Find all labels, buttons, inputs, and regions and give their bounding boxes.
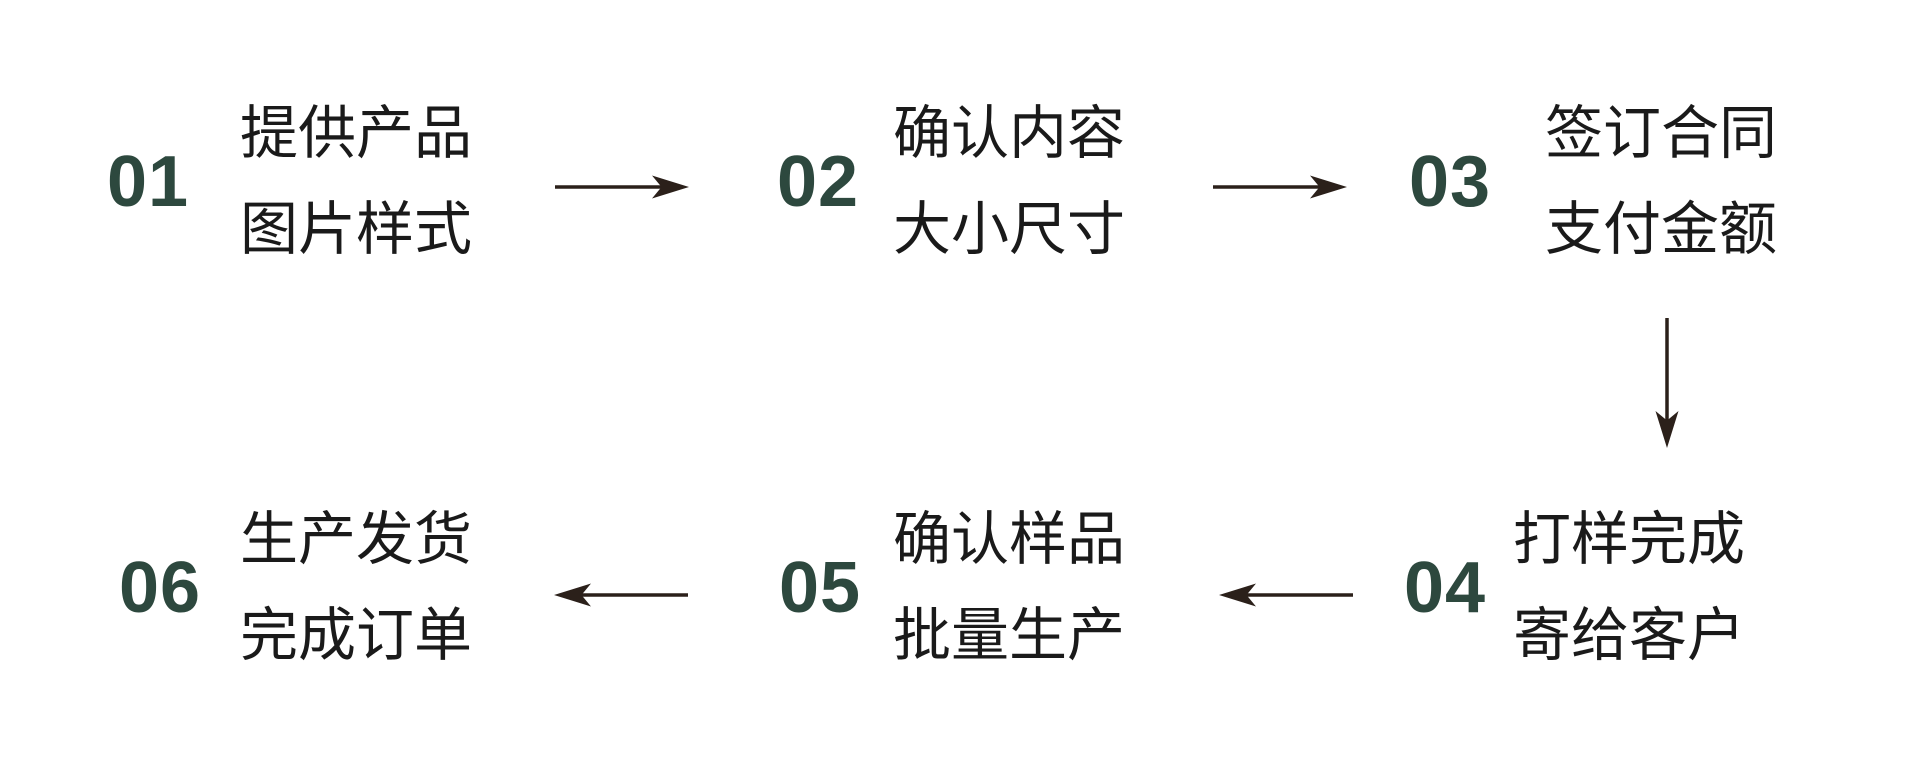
- step-06-label-line2: 完成订单: [240, 603, 473, 668]
- arrow-left-icon: [554, 580, 688, 610]
- step-02: 02 确认内容 大小尺寸: [758, 86, 1125, 278]
- step-04-label-line2: 寄给客户: [1513, 603, 1746, 668]
- step-05: 05 确认样品 批量生产: [760, 492, 1125, 684]
- step-01-label-line2: 图片样式: [240, 197, 473, 262]
- step-01-label: 提供产品 图片样式: [240, 86, 472, 278]
- step-05-number: 05: [778, 548, 862, 628]
- step-02-number: 02: [776, 142, 860, 222]
- arrow-right-icon: [555, 172, 689, 202]
- step-05-label: 确认样品 批量生产: [893, 492, 1125, 684]
- step-06-number: 06: [118, 548, 202, 628]
- step-03-label: 签订合同 支付金额: [1545, 86, 1777, 278]
- step-01: 01 提供产品 图片样式: [88, 86, 472, 278]
- step-03-number: 03: [1408, 142, 1492, 222]
- step-03-label-line1: 签订合同: [1545, 101, 1778, 166]
- step-03-label-line2: 支付金额: [1545, 197, 1778, 262]
- step-02-label: 确认内容 大小尺寸: [893, 86, 1125, 278]
- step-05-label-line1: 确认样品: [893, 507, 1126, 572]
- step-03: 03 签订合同 支付金额: [1390, 86, 1777, 278]
- arrow-left-icon: [1219, 580, 1353, 610]
- step-02-label-line1: 确认内容: [893, 101, 1126, 166]
- step-04-label-line1: 打样完成: [1513, 507, 1746, 572]
- step-02-label-line2: 大小尺寸: [893, 197, 1126, 262]
- step-04-label: 打样完成 寄给客户: [1513, 492, 1745, 684]
- step-05-label-line2: 批量生产: [893, 603, 1126, 668]
- step-01-label-line1: 提供产品: [240, 101, 473, 166]
- step-06-label-line1: 生产发货: [240, 507, 473, 572]
- step-04-number: 04: [1403, 548, 1487, 628]
- step-04: 04 打样完成 寄给客户: [1385, 492, 1745, 684]
- arrow-right-icon: [1213, 172, 1347, 202]
- step-06-label: 生产发货 完成订单: [240, 492, 472, 684]
- step-06: 06 生产发货 完成订单: [100, 492, 472, 684]
- arrow-down-icon: [1652, 318, 1682, 448]
- step-01-number: 01: [106, 142, 190, 222]
